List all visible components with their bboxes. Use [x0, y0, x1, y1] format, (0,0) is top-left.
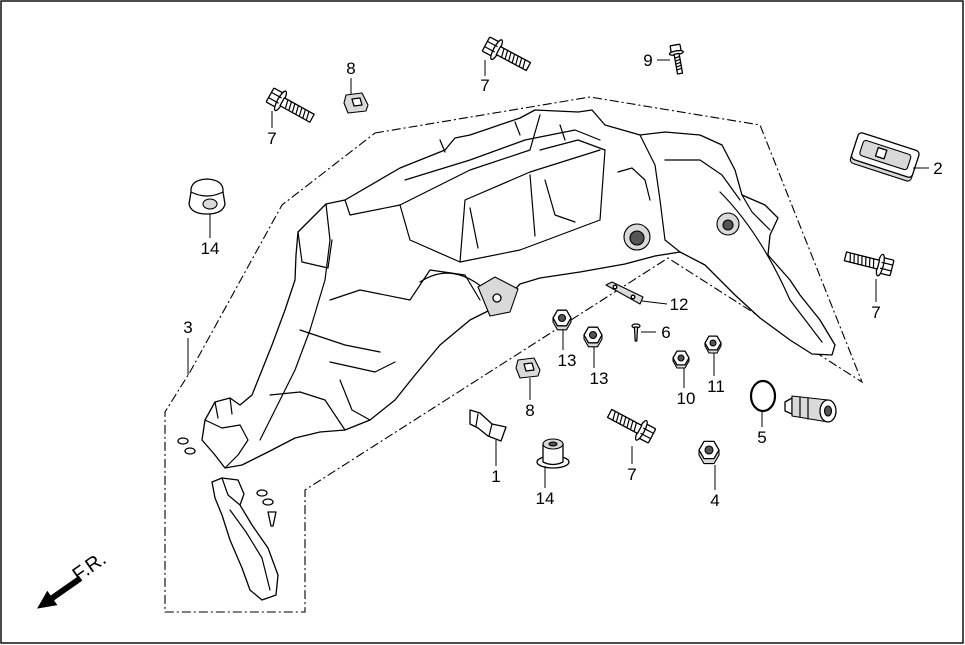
mud-flap — [211, 477, 279, 601]
flap-fasteners — [177, 437, 277, 527]
part-6-screw — [631, 323, 641, 342]
part-9-screw — [668, 43, 684, 75]
leader-lines — [187, 59, 929, 490]
callout-number: 14 — [536, 489, 555, 508]
part-11-nut — [704, 335, 722, 354]
assembly-dashed-outline — [164, 96, 864, 613]
callout-number: 7 — [871, 303, 880, 322]
part-1-bracket — [469, 409, 507, 442]
part-4-nut — [698, 440, 720, 465]
part-14-bushing — [188, 178, 226, 215]
part-7-bolt — [481, 36, 532, 72]
callout-number: 1 — [491, 467, 500, 486]
part-13-nut — [552, 309, 572, 331]
callout-number: 6 — [661, 323, 670, 342]
callout-number: 9 — [643, 51, 652, 70]
socket-connector — [784, 395, 837, 423]
part-5-seal-ring — [749, 379, 777, 413]
callout-number: 2 — [933, 159, 942, 178]
part-8-clip-nut — [343, 92, 369, 114]
part-10-nut — [672, 350, 690, 369]
callout-number: 11 — [707, 377, 725, 396]
callout-number: 13 — [590, 369, 609, 388]
part-7-bolt — [265, 87, 315, 123]
inner-fender-part-3 — [201, 109, 836, 469]
part-2-frame — [849, 132, 920, 182]
callout-number: 12 — [670, 295, 689, 314]
part-7-bolt — [606, 408, 657, 444]
callout-number: 7 — [627, 465, 636, 484]
front-direction-arrow-icon — [37, 575, 83, 609]
callout-number: 7 — [480, 76, 489, 95]
part-13-nut — [583, 326, 603, 348]
callout-number: 13 — [558, 351, 577, 370]
callout-number: 8 — [346, 59, 355, 78]
callout-number: 14 — [201, 239, 220, 258]
callout-numbers: 8 7 9 7 2 14 7 3 12 6 13 13 10 11 8 5 1 … — [183, 51, 942, 510]
part-14-bushing — [536, 438, 570, 469]
callout-number: 4 — [710, 491, 719, 510]
callout-number: 5 — [757, 428, 766, 447]
callout-number: 10 — [677, 389, 696, 408]
callout-number: 7 — [267, 129, 276, 148]
callout-number: 8 — [525, 401, 534, 420]
part-7-bolt — [843, 251, 895, 277]
callout-number: 3 — [183, 318, 192, 337]
part-12-strip — [605, 281, 644, 305]
part-8-clip-nut — [515, 357, 541, 379]
